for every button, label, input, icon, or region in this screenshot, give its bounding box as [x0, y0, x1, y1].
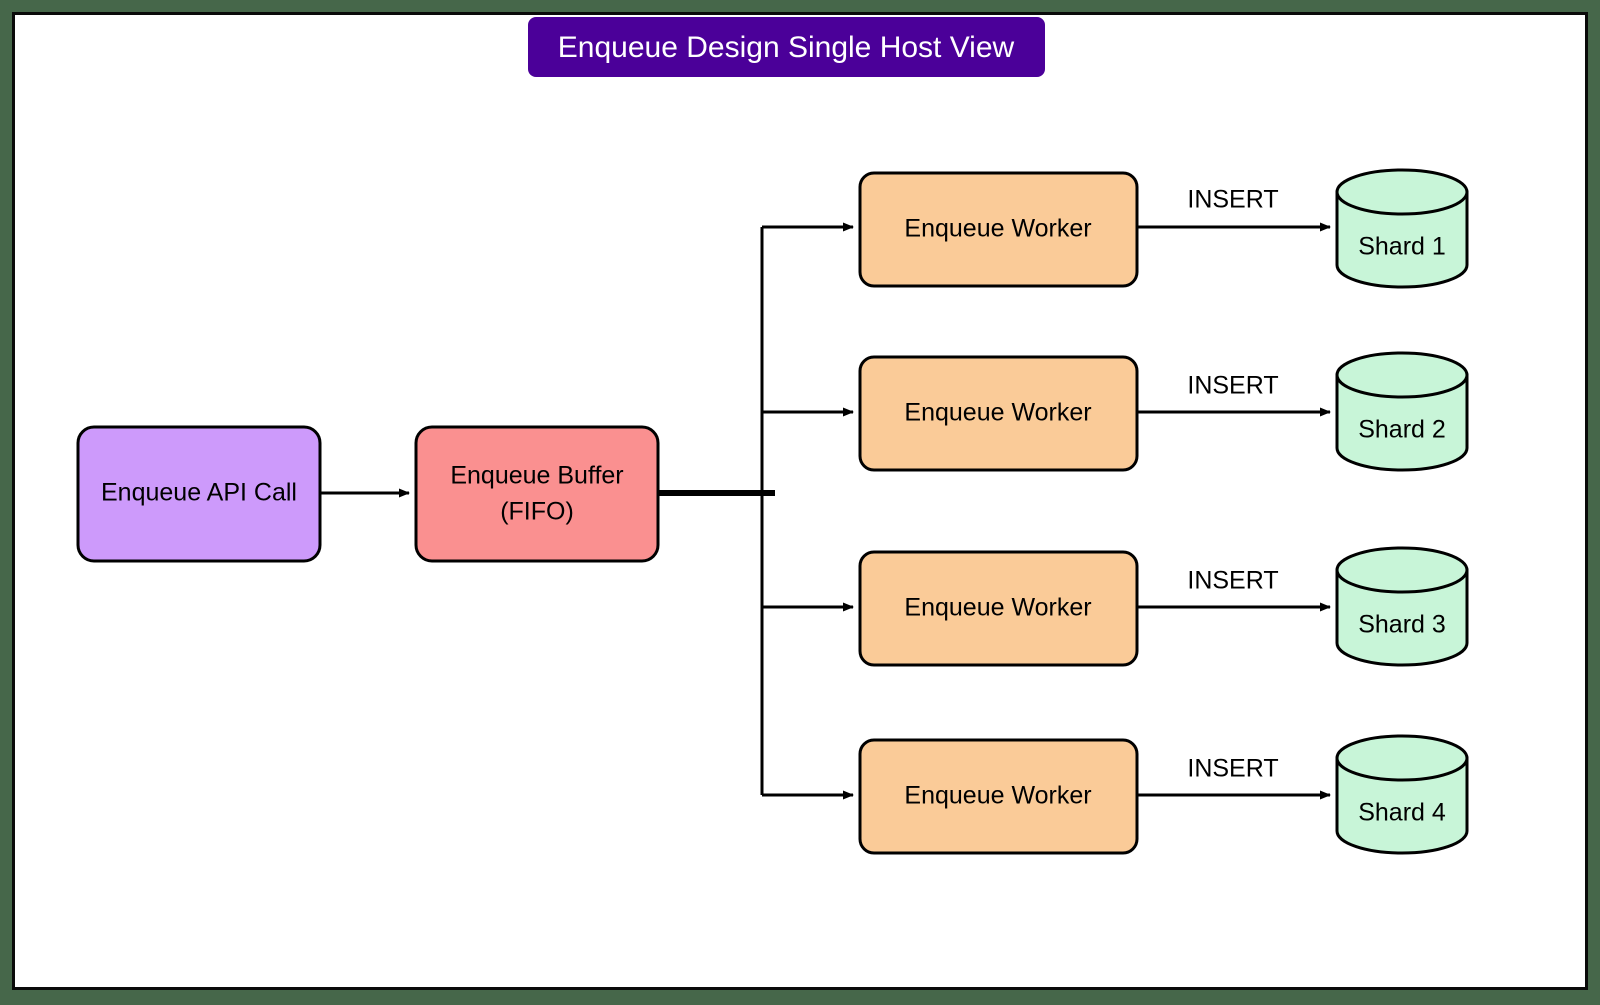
- insert-label-2: INSERT: [1187, 372, 1278, 400]
- node-enqueue-buffer[interactable]: Enqueue Buffer (FIFO): [414, 425, 660, 563]
- row-worker-4: Enqueue Worker INSERT Shard 4: [762, 734, 1469, 855]
- worker-2-label: Enqueue Worker: [904, 399, 1091, 427]
- shard-3-label: Shard 3: [1358, 611, 1446, 639]
- node-shard-2[interactable]: Shard 2: [1335, 351, 1469, 472]
- node-shard-1[interactable]: Shard 1: [1335, 168, 1469, 289]
- node-shard-4[interactable]: Shard 4: [1335, 734, 1469, 855]
- shard-1-label: Shard 1: [1358, 233, 1446, 261]
- title-label: Enqueue Design Single Host View: [558, 31, 1015, 64]
- row-worker-2: Enqueue Worker INSERT Shard 2: [762, 351, 1469, 472]
- insert-label-1: INSERT: [1187, 186, 1278, 214]
- shard-4-label: Shard 4: [1358, 799, 1446, 827]
- shard-2-label: Shard 2: [1358, 416, 1446, 444]
- worker-3-label: Enqueue Worker: [904, 594, 1091, 622]
- shard-3-body[interactable]: [1335, 568, 1469, 667]
- node-enqueue-api-call[interactable]: Enqueue API Call: [76, 425, 322, 563]
- api-call-label: Enqueue API Call: [101, 479, 297, 507]
- shard-4-body[interactable]: [1335, 756, 1469, 855]
- buffer-box[interactable]: [414, 425, 660, 563]
- buffer-label-line2: (FIFO): [500, 498, 574, 526]
- shard-4-top: [1335, 734, 1469, 782]
- insert-label-3: INSERT: [1187, 567, 1278, 595]
- node-shard-3[interactable]: Shard 3: [1335, 546, 1469, 667]
- shard-1-body[interactable]: [1335, 190, 1469, 289]
- shard-1-top: [1335, 168, 1469, 216]
- worker-4-label: Enqueue Worker: [904, 782, 1091, 810]
- worker-1-label: Enqueue Worker: [904, 215, 1091, 243]
- diagram-title-banner: Enqueue Design Single Host View: [528, 17, 1045, 77]
- title-banner-rect: [528, 17, 1045, 77]
- worker-1-box[interactable]: [858, 171, 1139, 288]
- shard-2-body[interactable]: [1335, 373, 1469, 472]
- insert-label-4: INSERT: [1187, 755, 1278, 783]
- shard-2-top: [1335, 351, 1469, 399]
- buffer-label-line1: Enqueue Buffer: [450, 462, 623, 490]
- row-worker-1: Enqueue Worker INSERT Shard 1: [762, 168, 1469, 289]
- row-worker-3: Enqueue Worker INSERT Shard 3: [762, 546, 1469, 667]
- shard-3-top: [1335, 546, 1469, 594]
